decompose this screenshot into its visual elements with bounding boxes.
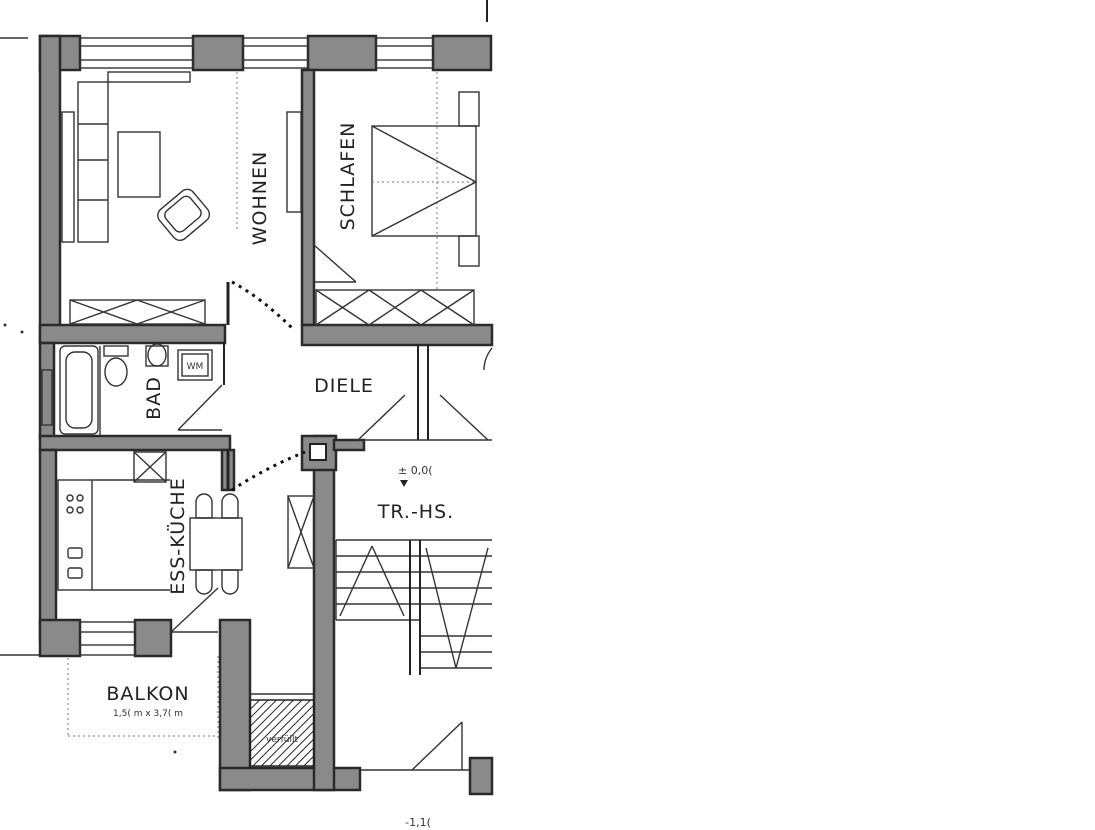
- level-arrow-icon: [400, 480, 408, 487]
- balkon-size-label: 1,5( m x 3,7( m: [113, 709, 183, 719]
- room-label-wohnen: WOHNEN: [249, 151, 271, 245]
- bad-furniture: [59, 343, 223, 435]
- filled-area: [249, 699, 315, 767]
- room-label-ess-kueche: ESS-KÜCHE: [166, 477, 189, 594]
- room-label-treppenhaus: TR.-HS.: [377, 501, 454, 523]
- diele-wall-arc: [483, 347, 493, 371]
- corridor-closet: [287, 495, 315, 569]
- wohnen-furniture: [61, 71, 302, 325]
- verfuellt-label: verfüllt: [266, 735, 298, 745]
- level-label-stair: ± 0,0(: [398, 464, 433, 477]
- schlafen-furniture: [313, 91, 480, 326]
- kitchen-door-swing: [231, 450, 306, 492]
- level-label-bottom: -1,1(: [405, 816, 431, 829]
- room-label-schlafen: SCHLAFEN: [337, 122, 359, 231]
- room-label-bad: BAD: [143, 376, 165, 420]
- room-label-balkon: BALKON: [106, 683, 189, 705]
- balcony-outline: [3, 323, 219, 754]
- walls: [38, 34, 494, 796]
- kitchen-furniture: [57, 451, 243, 633]
- windows: [79, 37, 434, 656]
- shaft-square: [309, 443, 327, 461]
- wohnen-door-swing: [231, 280, 296, 332]
- staircase: [335, 539, 492, 771]
- wm-label: WM: [187, 362, 204, 372]
- entrance-door: [357, 345, 492, 441]
- room-label-diele: DIELE: [314, 375, 374, 397]
- bad-window: [41, 369, 53, 426]
